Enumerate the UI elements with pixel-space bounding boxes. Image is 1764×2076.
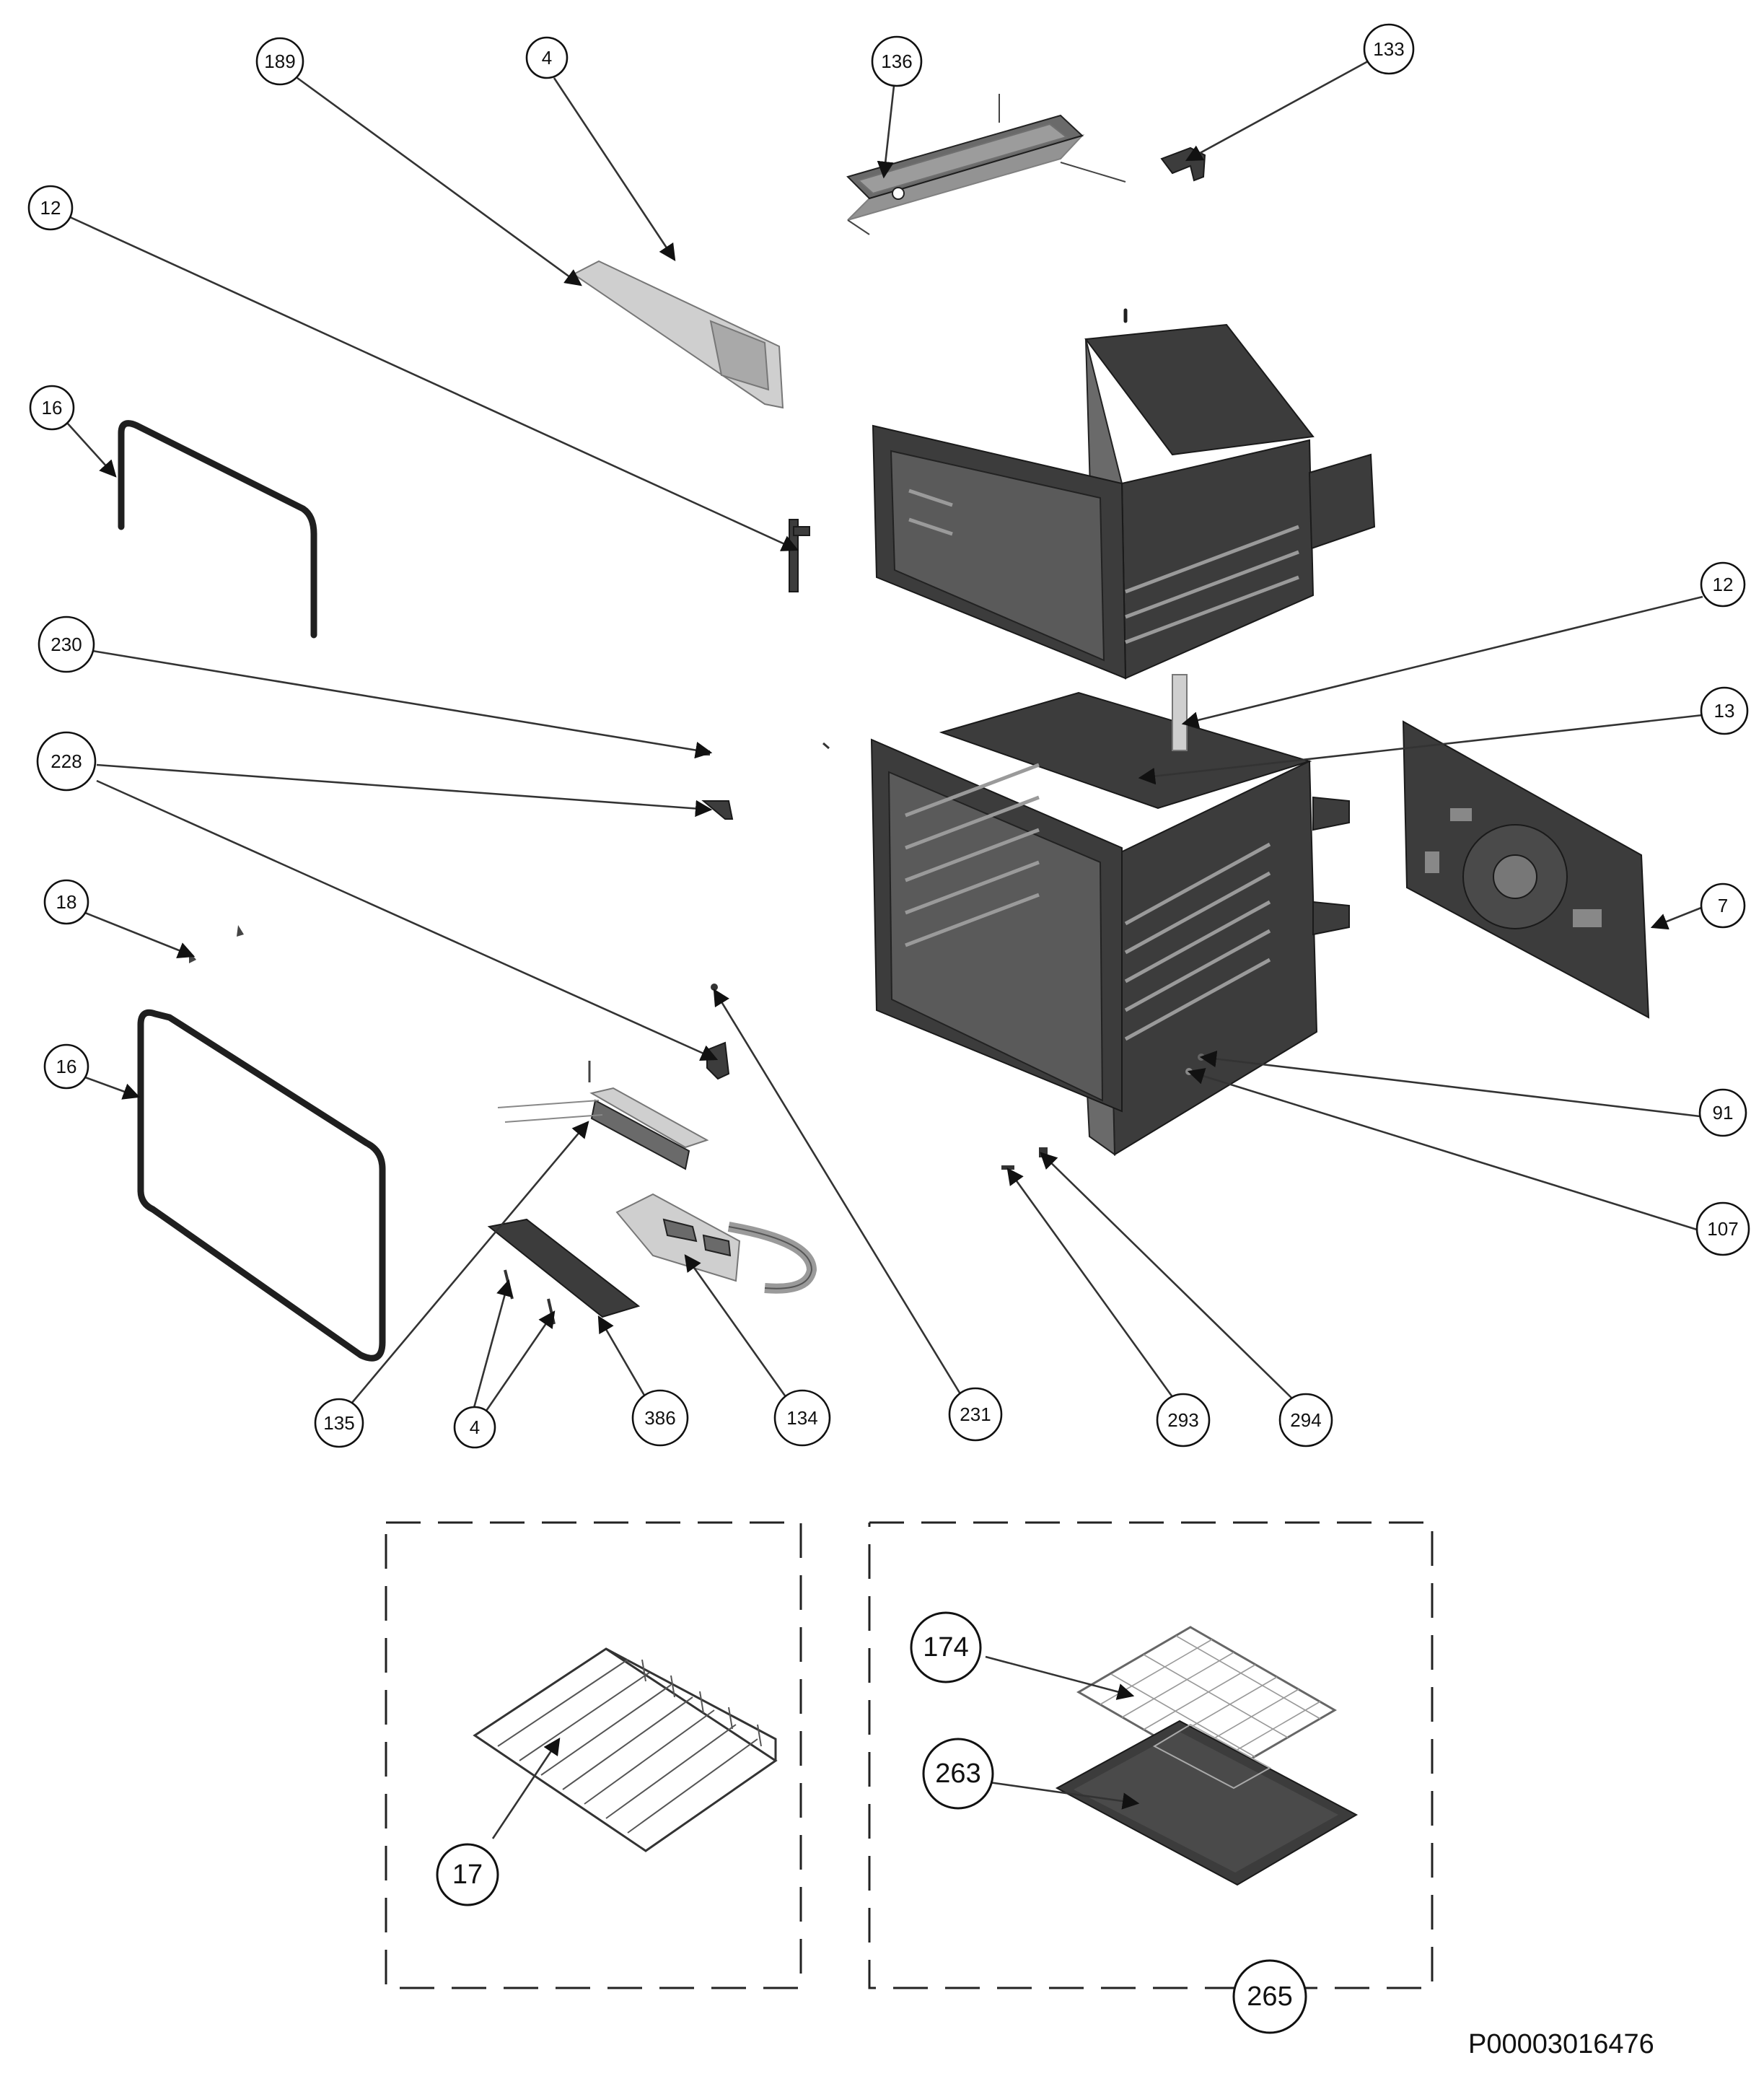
callout-263: 263	[922, 1738, 994, 1810]
callout-135: 135	[314, 1398, 364, 1448]
svg-text:16: 16	[56, 1056, 77, 1077]
leader-lines	[66, 60, 1703, 1839]
part-174-grill-grid	[1076, 1626, 1337, 1777]
part-16-door-seal	[137, 1009, 386, 1362]
svg-text:4: 4	[470, 1416, 480, 1438]
callout-228: 228	[36, 731, 97, 792]
part-189-rail	[572, 260, 784, 409]
svg-text:136: 136	[881, 51, 912, 72]
callout-18: 18	[43, 879, 89, 925]
svg-text:7: 7	[1718, 895, 1728, 916]
svg-text:174: 174	[923, 1632, 968, 1663]
callout-136: 136	[871, 35, 923, 87]
svg-text:17: 17	[452, 1860, 483, 1890]
document-id: P00003016476	[1468, 2029, 1654, 2059]
svg-text:12: 12	[40, 197, 61, 219]
callout-174: 174	[910, 1611, 982, 1683]
part-134-heater-assembly	[615, 1193, 817, 1294]
callout-4-top: 4	[525, 36, 569, 79]
callout-133: 133	[1363, 23, 1415, 75]
part-133-bracket	[1160, 146, 1206, 182]
callout-230: 230	[38, 616, 95, 673]
svg-text:12: 12	[1713, 574, 1734, 595]
part-386-plate	[487, 1218, 641, 1325]
part-263-baking-tray	[1055, 1720, 1359, 1886]
svg-text:263: 263	[935, 1759, 980, 1789]
svg-text:294: 294	[1290, 1409, 1321, 1431]
svg-text:91: 91	[1713, 1102, 1734, 1124]
callout-12-right: 12	[1700, 561, 1746, 608]
part-136-top-cover-plate	[846, 94, 1126, 235]
lower-oven-cavity	[870, 691, 1350, 1156]
svg-text:4: 4	[542, 47, 552, 69]
svg-text:386: 386	[644, 1407, 675, 1429]
part-12-clip	[789, 519, 810, 592]
part-17-wire-shelf	[473, 1647, 778, 1852]
callout-265: 265	[1232, 1959, 1307, 2034]
callout-16-bottom: 16	[43, 1043, 89, 1090]
callout-189: 189	[255, 37, 304, 86]
callout-16-top: 16	[29, 385, 75, 431]
callout-7: 7	[1700, 882, 1746, 929]
part-16-upper-heater	[118, 420, 317, 639]
svg-text:230: 230	[51, 634, 82, 655]
callout-107: 107	[1695, 1201, 1750, 1256]
svg-text:13: 13	[1714, 700, 1735, 722]
svg-text:18: 18	[56, 891, 77, 913]
callout-91: 91	[1698, 1088, 1747, 1137]
callout-293: 293	[1156, 1393, 1211, 1447]
svg-text:133: 133	[1373, 38, 1404, 60]
svg-text:135: 135	[323, 1412, 354, 1434]
part-7-rear-panel	[1402, 720, 1650, 1019]
callout-134: 134	[773, 1389, 831, 1447]
svg-text:265: 265	[1247, 1981, 1292, 2012]
part-12-bracket	[1172, 674, 1188, 751]
accessory-box-tray-set	[868, 1521, 1434, 1989]
svg-text:16: 16	[42, 397, 63, 419]
callout-12-left: 12	[27, 185, 74, 231]
accessory-box-shelf	[385, 1521, 802, 1989]
svg-text:189: 189	[264, 51, 295, 72]
svg-text:293: 293	[1167, 1409, 1198, 1431]
callout-13: 13	[1700, 686, 1749, 735]
svg-text:107: 107	[1707, 1218, 1738, 1240]
callout-386: 386	[631, 1389, 689, 1447]
callout-4-bottom: 4	[453, 1406, 496, 1449]
part-135-thermostat	[497, 1061, 709, 1170]
upper-oven-cavity	[872, 308, 1376, 680]
callout-231: 231	[948, 1387, 1003, 1442]
svg-text:228: 228	[51, 750, 82, 772]
svg-text:231: 231	[960, 1403, 991, 1425]
svg-text:134: 134	[786, 1407, 817, 1429]
callout-17: 17	[436, 1843, 499, 1906]
callout-294: 294	[1278, 1393, 1333, 1447]
